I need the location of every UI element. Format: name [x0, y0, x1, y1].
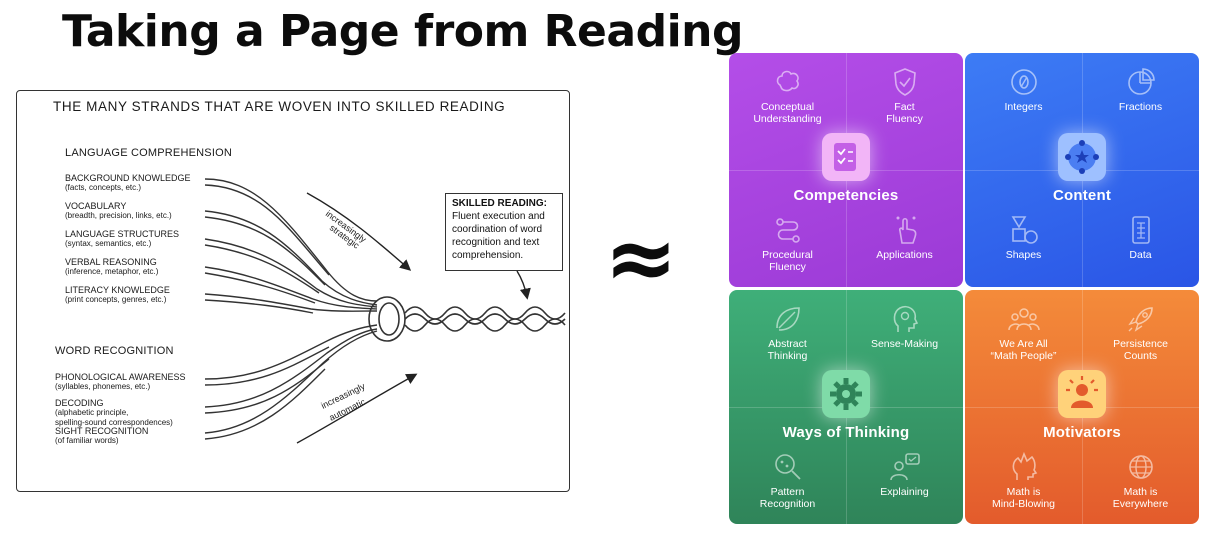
content-cell-br: Data: [1082, 213, 1199, 261]
wr-item-1: DECODING (alphabetic principle, spelling…: [55, 398, 173, 427]
rope-heading: THE MANY STRANDS THAT ARE WOVEN INTO SKI…: [53, 99, 506, 114]
person-speech-icon: [889, 453, 920, 481]
brain-icon: [776, 70, 799, 92]
arrow-skilled: [516, 270, 531, 300]
skilled-line-3: recognition and text: [452, 237, 540, 248]
content-title: Content: [1052, 187, 1112, 204]
head-burst-icon: [1012, 451, 1037, 480]
path-icon: [775, 218, 800, 243]
lc-item-3: VERBAL REASONING (inference, metaphor, e…: [65, 257, 159, 276]
skilled-line-2: coordination of word: [452, 224, 543, 235]
zero-circle-icon: [1010, 69, 1037, 95]
target-star-icon: [1058, 133, 1106, 181]
magnifier-icon: [774, 454, 801, 480]
content-quadrant: Integers Fractions Content Shapes Data: [965, 53, 1199, 287]
people-icon: [1007, 308, 1040, 331]
page-title: Taking a Page from Reading: [62, 6, 744, 57]
braided-rope: [404, 306, 566, 332]
motivators-cell-tl: We Are All“Math People”: [965, 302, 1082, 362]
wr-item-0: PHONOLOGICAL AWARENESS (syllables, phone…: [55, 372, 186, 391]
word-recognition-title: WORD RECOGNITION: [55, 345, 174, 357]
ways-cell-br: Explaining: [846, 450, 963, 498]
content-cell-bl: Shapes: [965, 213, 1082, 261]
shield-check-icon: [893, 68, 916, 96]
checklist-icon: [822, 133, 870, 181]
arrow-automatic: [296, 373, 418, 444]
competencies-title: Competencies: [793, 187, 899, 204]
content-cell-tr: Fractions: [1082, 65, 1199, 113]
arrow-strategic: [306, 192, 412, 271]
skilled-reading-box: SKILLED READING: Fluent execution and co…: [445, 193, 563, 271]
competencies-cell-br: Applications: [846, 213, 963, 261]
gear-icon: [822, 370, 870, 418]
motivators-center: Motivators: [965, 370, 1199, 441]
shapes-icon: [1011, 216, 1038, 244]
language-strands: [204, 178, 378, 314]
leaf-brain-icon: [775, 307, 800, 331]
ways-cell-tr: Sense-Making: [846, 302, 963, 350]
lc-item-4: LITERACY KNOWLEDGE (print concepts, genr…: [65, 285, 170, 304]
content-cell-tl: Integers: [965, 65, 1082, 113]
language-comprehension-title: LANGUAGE COMPREHENSION: [65, 147, 232, 159]
hand-pointer-icon: [896, 216, 916, 244]
ways-center: Ways of Thinking: [729, 370, 963, 441]
lc-item-1: VOCABULARY (breadth, precision, links, e…: [65, 201, 172, 220]
head-gear-icon: [893, 305, 918, 332]
reading-rope-diagram: increasingly strategic increasingly auto…: [16, 90, 570, 492]
content-center: Content: [965, 133, 1199, 204]
person-sun-icon: [1058, 370, 1106, 418]
rope-twist: [368, 296, 406, 342]
lc-item-2: LANGUAGE STRUCTURES (syntax, semantics, …: [65, 229, 180, 248]
ways-of-thinking-title: Ways of Thinking: [782, 424, 910, 441]
skilled-reading-title: SKILLED READING:: [452, 198, 547, 209]
skilled-line-1: Fluent execution and: [452, 211, 545, 222]
word-strands: [204, 324, 378, 440]
data-grid-icon: [1131, 216, 1150, 244]
approximately-equal-symbol: ≈: [604, 206, 678, 309]
skilled-line-4: comprehension.: [452, 250, 524, 261]
wr-item-2: SIGHT RECOGNITION (of familiar words): [55, 426, 149, 445]
globe-icon: [1128, 455, 1153, 479]
rope-illustration: increasingly strategic increasingly auto…: [204, 178, 566, 444]
motivators-title: Motivators: [1043, 424, 1121, 441]
rocket-icon: [1127, 307, 1153, 332]
lc-item-0: BACKGROUND KNOWLEDGE (facts, concepts, e…: [65, 173, 191, 192]
pie-icon: [1127, 68, 1155, 95]
competencies-center: Competencies: [729, 133, 963, 204]
